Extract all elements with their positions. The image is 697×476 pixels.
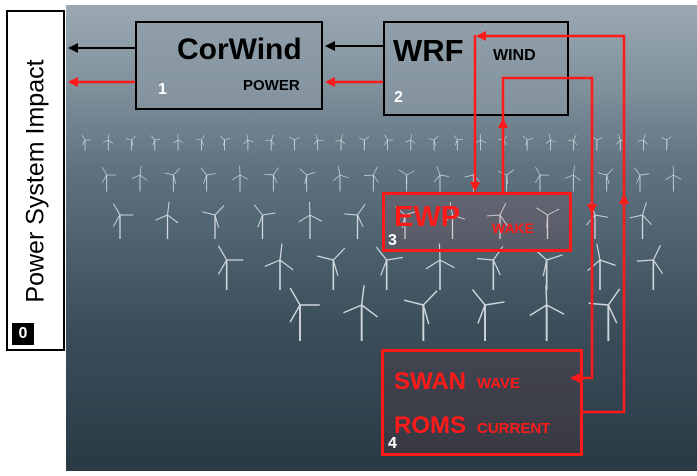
turbine-icon xyxy=(398,169,415,192)
turbine-icon xyxy=(344,203,366,239)
turbine-icon xyxy=(101,166,116,192)
turbine-icon xyxy=(567,134,578,151)
turbine-icon xyxy=(536,207,560,239)
turbine-icon xyxy=(317,247,346,290)
turbine-icon xyxy=(358,136,370,151)
turbine-icon xyxy=(665,165,682,192)
turbine-icon xyxy=(81,134,91,151)
turbine-icon xyxy=(597,168,614,192)
corwind-box: CorWind POWER 1 xyxy=(135,21,323,110)
turbine-icon xyxy=(636,244,664,290)
turbine-icon xyxy=(155,201,179,239)
turbine-icon xyxy=(661,136,672,151)
turbine-icon xyxy=(335,134,346,151)
turbine-icon xyxy=(264,243,294,290)
turbine-icon xyxy=(164,168,180,192)
roms-subtitle: CURRENT xyxy=(477,420,551,437)
turbine-icon xyxy=(442,201,466,239)
corwind-title: CorWind xyxy=(177,33,302,66)
turbine-icon xyxy=(112,203,134,239)
ocean-models-box: SWAN WAVE ROMS CURRENT 4 xyxy=(381,349,583,456)
turbine-icon xyxy=(428,135,439,151)
turbine-icon xyxy=(313,134,324,151)
ewp-subtitle: WAKE xyxy=(492,220,534,236)
turbine-icon xyxy=(253,204,276,239)
turbine-icon xyxy=(486,202,508,239)
turbine-icon xyxy=(243,134,254,151)
turbine-icon xyxy=(529,285,565,341)
turbine-icon xyxy=(384,134,394,151)
ewp-title: EWP xyxy=(394,201,461,233)
turbine-icon xyxy=(195,135,205,151)
turbine-icon xyxy=(405,134,416,151)
turbine-icon xyxy=(220,135,231,151)
turbine-icon xyxy=(299,168,316,192)
turbine-icon xyxy=(131,165,148,192)
swan-title: SWAN xyxy=(394,368,466,395)
turbine-icon xyxy=(475,134,486,151)
turbine-icon xyxy=(522,135,533,151)
turbine-icon xyxy=(564,165,581,192)
turbine-icon xyxy=(629,202,652,239)
turbine-icon xyxy=(535,166,550,192)
turbine-icon xyxy=(364,166,379,192)
turbine-icon xyxy=(637,134,648,151)
corwind-number: 1 xyxy=(158,81,167,98)
ewp-box: EWP WAKE 3 xyxy=(382,192,572,252)
turbine-icon xyxy=(265,134,275,151)
wrf-title: WRF xyxy=(393,33,464,68)
roms-title: ROMS xyxy=(394,412,466,439)
turbine-icon xyxy=(264,167,279,192)
turbine-icon xyxy=(587,243,616,290)
turbine-icon xyxy=(298,201,322,239)
turbine-icon xyxy=(403,290,438,341)
ewp-number: 3 xyxy=(388,232,397,249)
turbine-icon xyxy=(476,246,504,290)
turbine-icon xyxy=(433,166,449,192)
turbine-icon xyxy=(217,245,244,290)
turbine-icon xyxy=(332,166,349,192)
turbine-icon xyxy=(634,167,650,192)
turbine-icon xyxy=(150,135,161,151)
power-system-impact-number: 0 xyxy=(12,323,34,345)
turbine-icon xyxy=(375,246,404,290)
turbine-icon xyxy=(591,136,603,151)
power-system-impact-box: Power System Impact 0 xyxy=(6,10,65,351)
turbine-icon xyxy=(425,243,455,290)
arrow-wrf-to-ocean xyxy=(501,76,597,214)
swan-subtitle: WAVE xyxy=(477,375,521,392)
turbine-icon xyxy=(289,136,300,151)
turbine-icon xyxy=(343,285,378,341)
turbine-icon xyxy=(200,167,216,192)
turbine-icon xyxy=(289,287,320,341)
arrow-roms-to-wrf xyxy=(476,31,626,414)
turbine-icon xyxy=(102,134,114,151)
turbine-icon xyxy=(616,134,626,151)
wrf-subtitle: WIND xyxy=(493,47,536,64)
ocean-models-number: 4 xyxy=(388,435,397,452)
turbine-icon xyxy=(394,205,418,239)
turbine-icon xyxy=(202,205,225,239)
turbine-icon xyxy=(545,134,556,151)
turbine-icon xyxy=(125,135,136,151)
turbine-icon xyxy=(471,289,505,341)
corwind-subtitle: POWER xyxy=(243,77,300,94)
arrow-to-swan xyxy=(570,212,594,383)
turbine-icon xyxy=(173,134,184,151)
wrf-number: 2 xyxy=(394,89,403,106)
turbine-icon xyxy=(232,165,249,192)
turbine-icon xyxy=(453,135,464,151)
